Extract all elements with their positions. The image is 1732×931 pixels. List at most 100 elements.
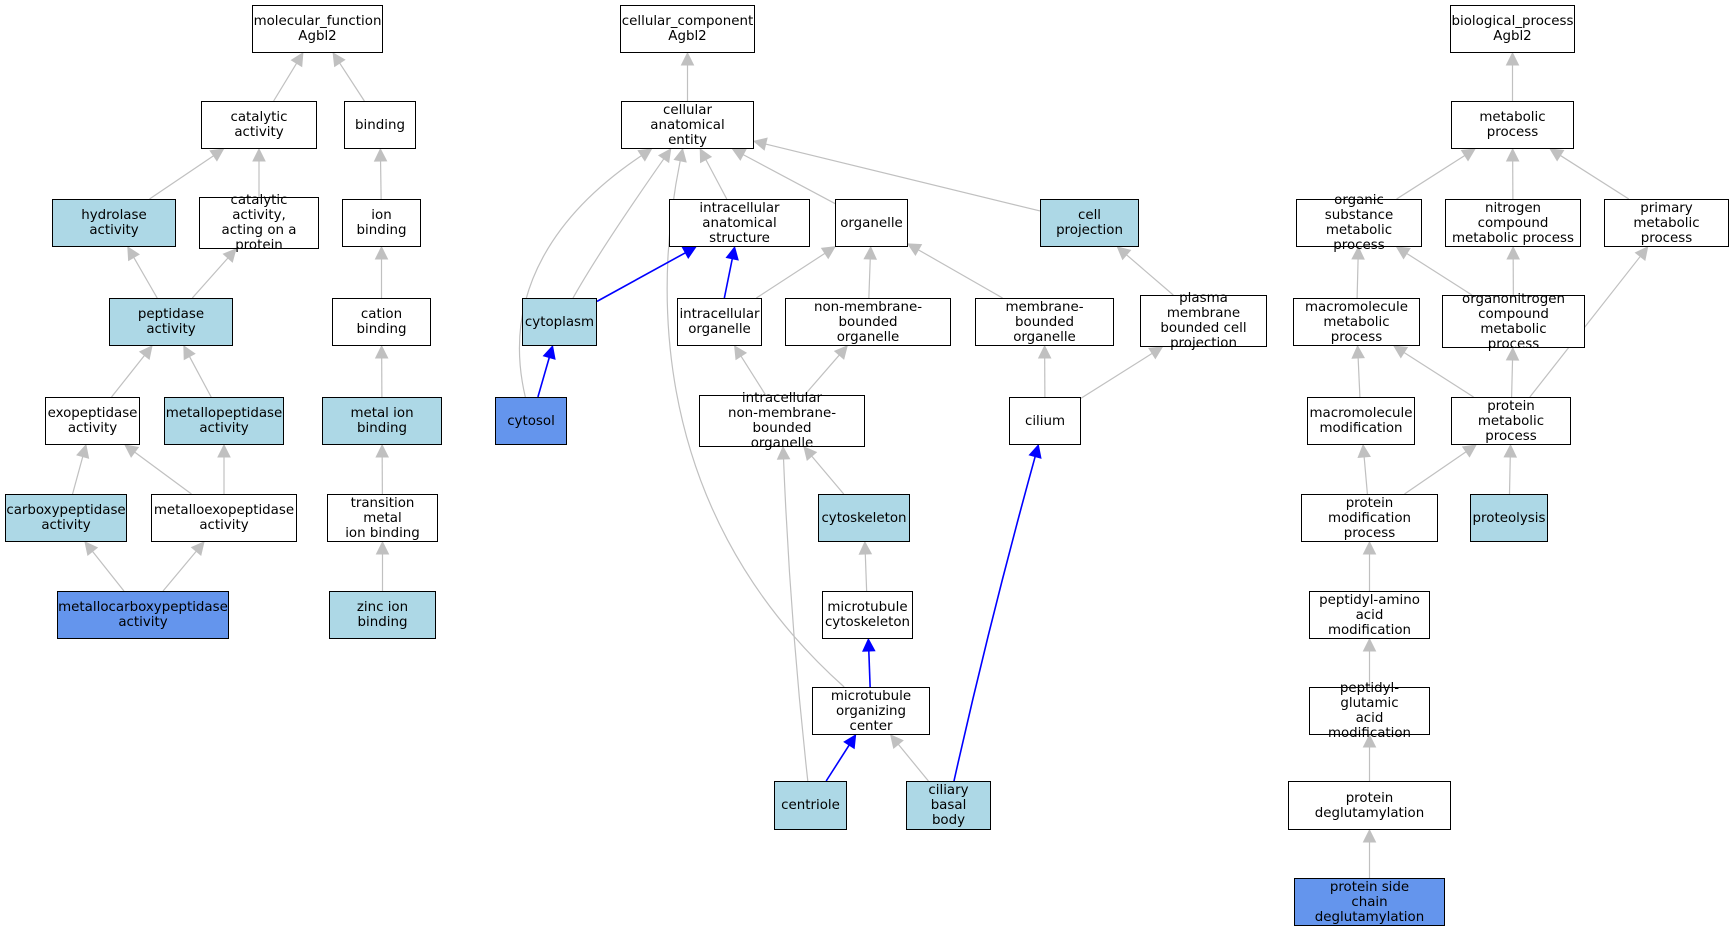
node-catalytic-activity-on-protein[interactable]: catalytic activity, acting on a protein [199,193,319,253]
arrowhead-primary_mp-to-metabolic_process [1549,148,1565,162]
arrowhead-metallocarboxypeptidase-to-metalloexopeptidase [190,541,205,556]
node-metal-ion-binding[interactable]: metal ion binding [322,397,442,445]
edge-protein_mp-to-primary_mp [1529,256,1641,398]
arrowhead-cell_projection-to-cellular_anatomical_entity [752,137,768,151]
edge-organonitrogen_mp-to-organic_substance_mp [1406,252,1473,296]
edge-ciliary_basal_body-to-cilium [953,456,1036,782]
arrowhead-intracellular_anatomical-to-cellular_anatomical_entity [699,148,713,164]
node-cation-binding[interactable]: cation binding [332,298,431,346]
node-organic-substance-metabolic-process[interactable]: organic substance metabolic process [1296,193,1422,253]
node-ciliary-basal-body[interactable]: ciliary basal body [906,781,991,830]
node-biological-process[interactable]: biological_process Agbl2 [1450,5,1575,53]
node-cell-projection[interactable]: cell projection [1040,199,1139,247]
arrowhead-catalytic_protein-to-catalytic_activity [252,147,266,162]
node-cellular-component[interactable]: cellular_component Agbl2 [620,5,755,53]
node-primary-metabolic-process[interactable]: primary metabolic process [1604,199,1729,247]
node-metallopeptidase-activity[interactable]: metallopeptidase activity [164,397,284,445]
node-centriole[interactable]: centriole [774,781,847,830]
node-catalytic-activity[interactable]: catalytic activity [201,101,317,149]
node-cellular-anatomical-entity[interactable]: cellular anatomical entity [621,101,754,149]
edge-mtoc-to-microtubule_cytoskeleton [868,650,871,688]
edge-intracellular_anatomical-to-cellular_anatomical_entity [705,159,728,200]
node-protein-metabolic-process[interactable]: protein metabolic process [1451,397,1571,445]
node-nitrogen-compound-metabolic-process[interactable]: nitrogen compound metabolic process [1445,199,1581,247]
arrowhead-protein_modification-to-macromolecule_modification [1357,443,1371,459]
node-exopeptidase-activity[interactable]: exopeptidase activity [45,397,140,445]
node-transition-metal-ion-binding[interactable]: transition metal ion binding [327,494,438,542]
node-hydrolase-activity[interactable]: hydrolase activity [52,199,176,247]
arrowhead-zinc_ion_binding-to-transition_metal [375,540,390,555]
arrowhead-ciliary_basal_body-to-mtoc [889,734,904,749]
arrowhead-catalytic_activity-to-mf_root [290,52,304,68]
edge-centriole-to-intra_non_membrane_organelle [782,458,809,782]
arrowhead-metallocarboxypeptidase-to-carboxypeptidase [84,541,99,557]
edge-peptidase_activity-to-catalytic_protein [191,257,229,299]
edge-metallocarboxypeptidase-to-carboxypeptidase [92,551,125,592]
arrowhead-peptidase_activity-to-hydrolase_activity [127,246,140,262]
edge-cytosol-to-cellular_anatomical_entity [518,155,642,398]
arrowhead-carboxypeptidase-to-exopeptidase [76,443,90,459]
arrowhead-cytosol-to-cellular_anatomical_entity [637,148,653,162]
node-peptidase-activity[interactable]: peptidase activity [109,298,233,346]
edge-macromolecule_mp-to-organic_substance_mp [1356,258,1359,299]
node-peptidyl-glutamic-acid-modification[interactable]: peptidyl-glutamic acid modification [1309,681,1430,741]
node-binding[interactable]: binding [344,101,416,149]
arrowhead-protein_modification-to-protein_mp [1461,444,1477,458]
edge-organic_substance_mp-to-metabolic_process [1396,154,1466,200]
arrowhead-metal_ion_binding-to-cation_binding [374,344,389,359]
arrowhead-protein_mp-to-organonitrogen_mp [1505,346,1520,361]
arrowhead-metalloexopeptidase-to-metallopeptidase [217,443,231,458]
edge-exopeptidase-to-peptidase_activity [111,355,145,398]
arrowhead-intra_non_membrane_organelle-to-non_membrane_organelle [833,345,848,360]
arrowhead-protein_mp-to-primary_mp [1634,246,1649,262]
node-metalloexopeptidase-activity[interactable]: metalloexopeptidase activity [151,494,297,542]
node-metabolic-process[interactable]: metabolic process [1451,101,1574,149]
node-metallocarboxypeptidase-activity[interactable]: metallocarboxypeptidase activity [57,591,229,639]
arrowhead-macromolecule_mp-to-organic_substance_mp [1351,245,1365,260]
node-plasma-membrane-bounded-cell-projection[interactable]: plasma membrane bounded cell projection [1140,291,1267,351]
node-proteolysis[interactable]: proteolysis [1470,494,1548,542]
node-organonitrogen-compound-metabolic-process[interactable]: organonitrogen compound metabolic proces… [1442,292,1585,352]
edge-intra_non_membrane_organelle-to-non_membrane_organelle [804,354,840,396]
node-intracellular-anatomical-structure[interactable]: intracellular anatomical structure [669,199,810,247]
node-macromolecule-metabolic-process[interactable]: macromolecule metabolic process [1293,298,1420,346]
edge-hydrolase_activity-to-catalytic_activity [149,155,214,200]
node-non-membrane-bounded-organelle[interactable]: non-membrane-bounded organelle [785,298,951,346]
arrowhead-exopeptidase-to-peptidase_activity [138,345,153,361]
arrowhead-membrane_organelle-to-organelle [907,243,923,257]
node-carboxypeptidase-activity[interactable]: carboxypeptidase activity [5,494,127,542]
node-ion-binding[interactable]: ion binding [342,199,421,247]
edge-metallopeptidase-to-peptidase_activity [188,356,212,398]
arrowhead-cilium-to-plasma_membrane_projection [1148,346,1164,360]
arrowhead-peptidase_activity-to-catalytic_protein [222,248,237,263]
arrowhead-macromolecule_modification-to-macromolecule_mp [1351,344,1365,359]
edge-cytoplasm-to-intracellular_anatomical [596,252,686,303]
arrowhead-ciliary_basal_body-to-cilium [1028,443,1042,459]
edge-organelle-to-cellular_anatomical_entity [742,154,836,205]
node-peptidyl-amino-acid-modification[interactable]: peptidyl-amino acid modification [1309,591,1430,639]
node-microtubule-organizing-center[interactable]: microtubule organizing center [812,687,930,735]
edge-plasma_membrane_projection-to-cell_projection [1126,254,1174,296]
node-molecular-function[interactable]: molecular_function Agbl2 [252,5,383,53]
node-intracellular-non-membrane-bounded-organelle[interactable]: intracellular non-membrane-bounded organ… [699,391,865,451]
node-protein-deglutamylation[interactable]: protein deglutamylation [1288,781,1451,830]
node-intracellular-organelle[interactable]: intracellular organelle [677,298,762,346]
arrowhead-cytosol-to-cytoplasm [542,344,556,360]
arrowhead-nitrogen_compound_mp-to-metabolic_process [1505,147,1520,162]
node-protein-modification-process[interactable]: protein modification process [1301,494,1438,542]
node-cilium[interactable]: cilium [1009,397,1081,445]
node-microtubule-cytoskeleton[interactable]: microtubule cytoskeleton [822,591,913,639]
edge-microtubule_cytoskeleton-to-cytoskeleton [864,553,868,592]
node-cytosol[interactable]: cytosol [495,397,567,445]
node-cytoplasm[interactable]: cytoplasm [522,298,597,346]
node-macromolecule-modification[interactable]: macromolecule modification [1307,397,1415,445]
arrowhead-intracellular_organelle-to-intracellular_anatomical [725,245,739,261]
node-cytoskeleton[interactable]: cytoskeleton [818,494,910,542]
node-zinc-ion-binding[interactable]: zinc ion binding [329,591,436,639]
node-organelle[interactable]: organelle [835,199,908,247]
node-membrane-bounded-organelle[interactable]: membrane-bounded organelle [975,298,1114,346]
edge-membrane_organelle-to-organelle [918,249,1003,299]
node-protein-side-chain-deglutamylation[interactable]: protein side chain deglutamylation [1294,878,1445,926]
